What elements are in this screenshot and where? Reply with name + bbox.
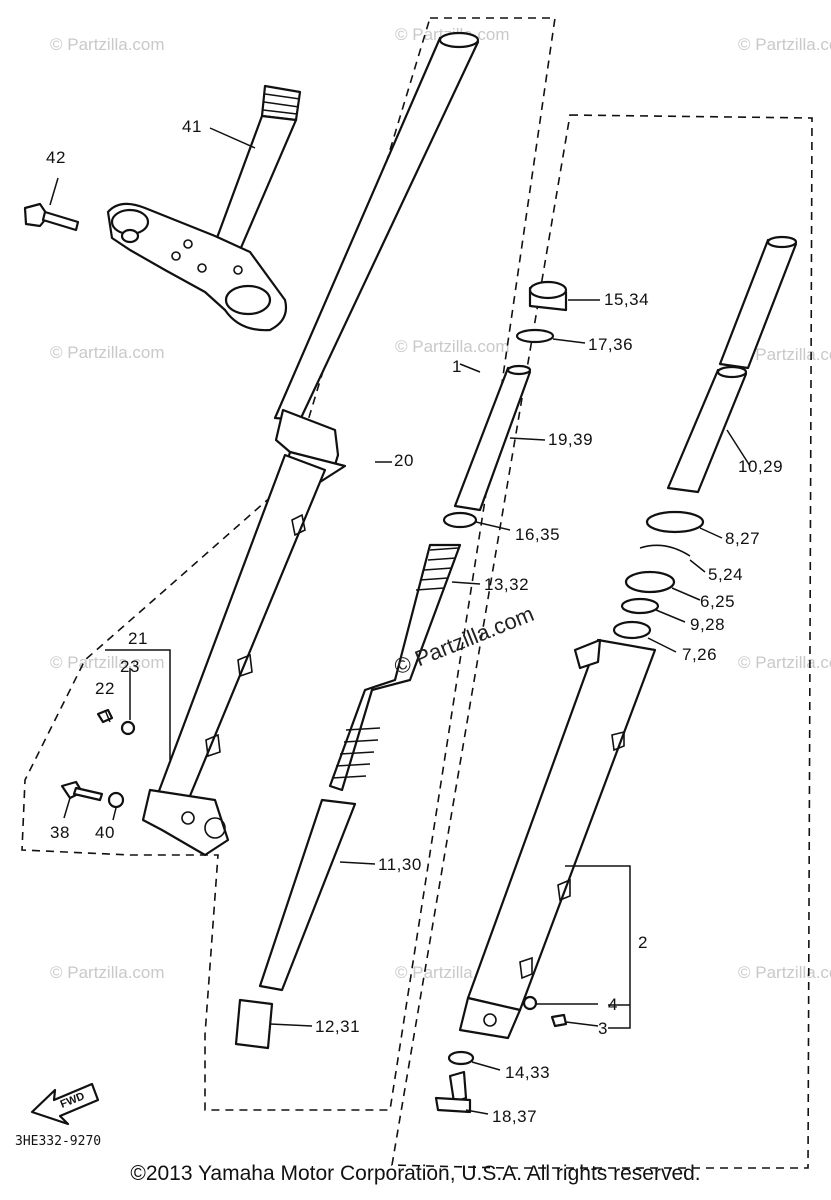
callout-18-37: 18,37 — [492, 1107, 537, 1126]
watermark-text: © Partzilla.com — [50, 343, 165, 362]
watermark-text: © Partzilla.com — [738, 35, 831, 54]
right-parts — [434, 235, 798, 1114]
callout-22: 22 — [95, 679, 115, 698]
callout-38: 38 — [50, 823, 70, 842]
callout-20: 20 — [394, 451, 414, 470]
callout-19-39: 19,39 — [548, 430, 593, 449]
callout-6-25: 6,25 — [700, 592, 735, 611]
callout-40: 40 — [95, 823, 115, 842]
callout-42: 42 — [46, 148, 66, 167]
right-fork-group-boundary — [391, 114, 813, 1169]
callout-3: 3 — [598, 1019, 608, 1038]
callout-14-33: 14,33 — [505, 1063, 550, 1082]
watermark-text: © Partzilla.com — [738, 653, 831, 672]
callout-12-31: 12,31 — [315, 1017, 360, 1036]
callout-16-35: 16,35 — [515, 525, 560, 544]
steering-stem — [106, 84, 302, 332]
callout-17-36: 17,36 — [588, 335, 633, 354]
leader-lines — [49, 127, 751, 1115]
center-parts — [234, 280, 568, 1050]
watermark-text: © Partzilla.com — [50, 35, 165, 54]
copyright-footer: ©2013 Yamaha Motor Corporation, U.S.A. A… — [130, 1162, 701, 1185]
callout-5-24: 5,24 — [708, 565, 743, 584]
watermark-text: © Partzilla.com — [395, 337, 510, 356]
callout-15-34: 15,34 — [604, 290, 649, 309]
left-fork-assembly — [141, 31, 480, 857]
callout-labels: 41 42 20 21 23 22 38 40 1 15,34 17,36 19… — [46, 117, 783, 1126]
left-small-parts — [60, 708, 136, 809]
watermark-text: © Partzilla.com — [738, 963, 831, 982]
callout-1: 1 — [452, 357, 462, 376]
callout-8-27: 8,27 — [725, 529, 760, 548]
callout-4: 4 — [608, 995, 618, 1014]
watermark-text: © Partzilla.com — [50, 653, 165, 672]
callout-21: 21 — [128, 629, 148, 648]
callout-23: 23 — [120, 657, 140, 676]
watermark-text: © Partzilla.com — [50, 963, 165, 982]
drawing-code: 3HE332-9270 — [15, 1134, 101, 1149]
callout-11-30: 11,30 — [378, 855, 422, 874]
watermark-text: © Partzilla.com — [738, 345, 831, 364]
callout-41: 41 — [182, 117, 202, 136]
callout-2: 2 — [638, 933, 648, 952]
callout-9-28: 9,28 — [690, 615, 725, 634]
callout-7-26: 7,26 — [682, 645, 717, 664]
watermarks: © Partzilla.com © Partzilla.com © Partzi… — [50, 25, 831, 982]
left-fork-group-boundary — [21, 17, 556, 1111]
bracket-bolt — [23, 202, 80, 232]
callout-10-29: 10,29 — [738, 457, 783, 476]
fwd-arrow-icon: FWD — [30, 1082, 100, 1126]
callout-13-32: 13,32 — [484, 575, 529, 594]
